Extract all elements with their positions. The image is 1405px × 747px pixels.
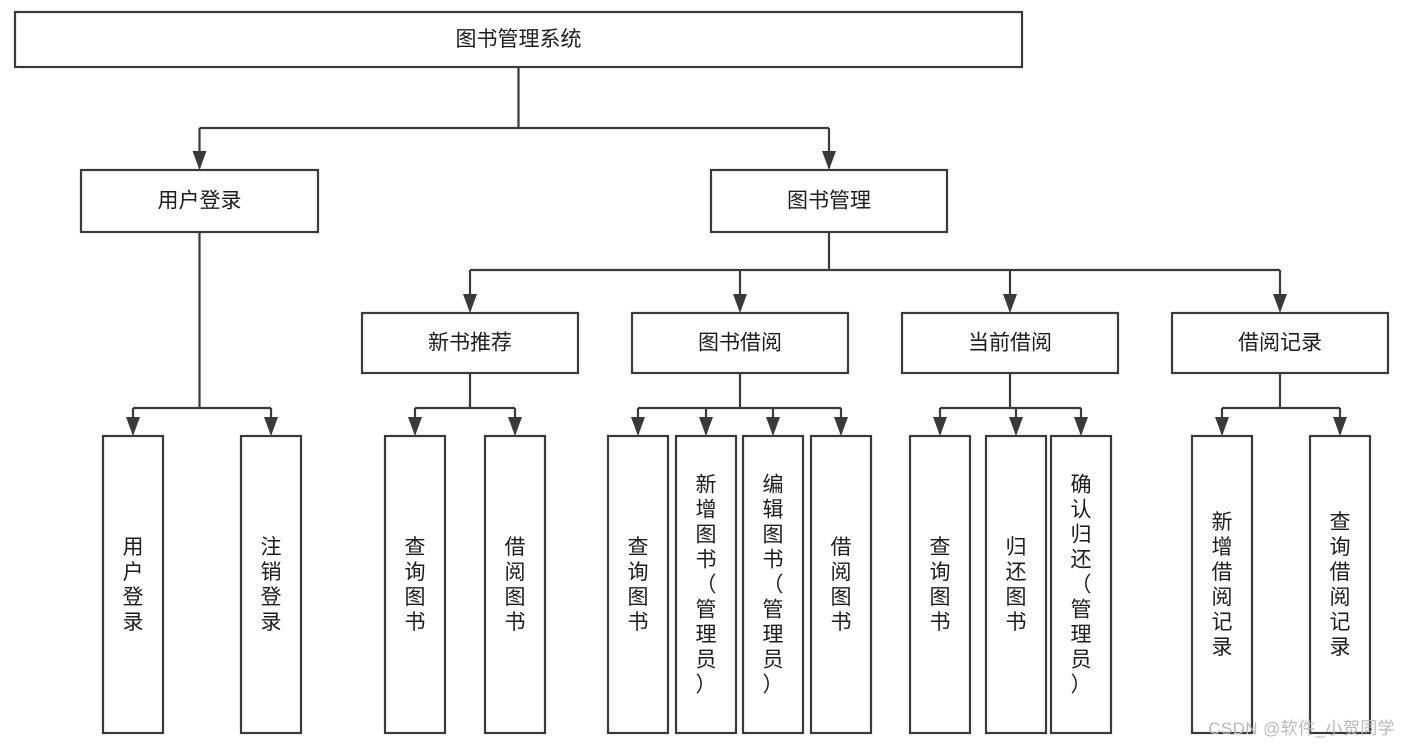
node-root-system[interactable]: 图书管理系统 xyxy=(13,10,1024,69)
arrow-head-icon xyxy=(463,294,477,313)
node-leaf-1-label: 注销登录 xyxy=(261,536,282,634)
node-leaf-11[interactable]: 新增借阅记录 xyxy=(1190,434,1254,735)
node-level3-1[interactable]: 图书借阅 xyxy=(630,311,850,375)
arrow-head-icon xyxy=(834,417,848,436)
node-leaf-9-label: 归还图书 xyxy=(1006,536,1027,634)
arrow-head-icon xyxy=(1074,417,1088,436)
node-leaf-10-rect xyxy=(1049,434,1113,735)
arrow-head-icon xyxy=(1273,294,1287,313)
arrow-head-icon xyxy=(508,417,522,436)
node-leaf-5-rect xyxy=(674,434,738,735)
node-level2-0-rect xyxy=(79,168,320,234)
node-leaf-0-label: 用户登录 xyxy=(123,536,144,634)
connector-layer xyxy=(126,67,1347,436)
arrow-head-icon xyxy=(1215,417,1229,436)
node-leaf-6-rect xyxy=(741,434,805,735)
node-level3-2-rect xyxy=(900,311,1120,375)
node-leaf-4[interactable]: 查询图书 xyxy=(606,434,670,735)
node-level3-0-rect xyxy=(360,311,580,375)
node-leaf-8-label: 查询图书 xyxy=(930,536,951,634)
node-leaf-7-label: 借阅图书 xyxy=(831,536,852,634)
node-level3-3[interactable]: 借阅记录 xyxy=(1170,311,1390,375)
node-leaf-2[interactable]: 查询图书 xyxy=(383,434,447,735)
arrow-head-icon xyxy=(699,417,713,436)
node-level3-1-label: 图书借阅 xyxy=(698,332,782,355)
arrow-head-icon xyxy=(822,151,836,170)
node-leaf-9-rect xyxy=(984,434,1048,735)
node-leaf-8-rect xyxy=(908,434,972,735)
node-leaf-5-label: 新增图书（管理员） xyxy=(696,474,717,697)
node-leaf-10[interactable]: 确认归还（管理员） xyxy=(1049,434,1113,735)
node-layer: 图书管理系统用户登录图书管理新书推荐图书借阅当前借阅借阅记录用户登录注销登录查询… xyxy=(13,10,1390,735)
node-leaf-2-rect xyxy=(383,434,447,735)
node-leaf-12-label: 查询借阅记录 xyxy=(1330,511,1351,659)
node-leaf-10-label: 确认归还（管理员） xyxy=(1071,474,1092,697)
node-leaf-9[interactable]: 归还图书 xyxy=(984,434,1048,735)
arrow-head-icon xyxy=(1009,417,1023,436)
node-leaf-3[interactable]: 借阅图书 xyxy=(483,434,547,735)
node-leaf-12[interactable]: 查询借阅记录 xyxy=(1308,434,1372,735)
arrow-head-icon xyxy=(631,417,645,436)
node-leaf-3-label: 借阅图书 xyxy=(505,536,526,634)
node-level2-1-label: 图书管理 xyxy=(787,190,871,213)
arrow-head-icon xyxy=(1003,294,1017,313)
arrow-head-icon xyxy=(408,417,422,436)
node-level3-2[interactable]: 当前借阅 xyxy=(900,311,1120,375)
node-level3-0[interactable]: 新书推荐 xyxy=(360,311,580,375)
node-leaf-4-rect xyxy=(606,434,670,735)
node-level3-1-rect xyxy=(630,311,850,375)
node-leaf-5[interactable]: 新增图书（管理员） xyxy=(674,434,738,735)
node-level2-0-label: 用户登录 xyxy=(158,190,242,213)
node-leaf-1[interactable]: 注销登录 xyxy=(239,434,303,735)
arrow-head-icon xyxy=(192,151,207,170)
arrow-head-icon xyxy=(933,417,947,436)
arrow-head-icon xyxy=(766,417,780,436)
node-leaf-0[interactable]: 用户登录 xyxy=(101,434,165,735)
node-leaf-2-label: 查询图书 xyxy=(405,536,426,634)
node-root-system-label: 图书管理系统 xyxy=(456,28,582,51)
node-leaf-6[interactable]: 编辑图书（管理员） xyxy=(741,434,805,735)
node-level2-0[interactable]: 用户登录 xyxy=(79,168,320,234)
node-leaf-11-rect xyxy=(1190,434,1254,735)
node-leaf-3-rect xyxy=(483,434,547,735)
node-leaf-12-rect xyxy=(1308,434,1372,735)
node-leaf-8[interactable]: 查询图书 xyxy=(908,434,972,735)
node-level3-3-rect xyxy=(1170,311,1390,375)
node-level2-1-rect xyxy=(709,168,949,234)
csdn-watermark: CSDN @软件_小贺同学 xyxy=(1208,719,1395,738)
node-level3-0-label: 新书推荐 xyxy=(428,332,512,355)
arrow-head-icon xyxy=(126,417,140,436)
node-leaf-7[interactable]: 借阅图书 xyxy=(809,434,873,735)
node-leaf-6-label: 编辑图书（管理员） xyxy=(763,474,784,697)
node-leaf-7-rect xyxy=(809,434,873,735)
node-leaf-4-label: 查询图书 xyxy=(628,536,649,634)
arrow-head-icon xyxy=(264,417,278,436)
node-level3-2-label: 当前借阅 xyxy=(968,332,1052,355)
node-level3-3-label: 借阅记录 xyxy=(1238,332,1322,355)
node-leaf-1-rect xyxy=(239,434,303,735)
arrow-head-icon xyxy=(733,294,747,313)
node-leaf-0-rect xyxy=(101,434,165,735)
node-leaf-11-label: 新增借阅记录 xyxy=(1212,511,1233,659)
node-level2-1[interactable]: 图书管理 xyxy=(709,168,949,234)
node-root-system-rect xyxy=(13,10,1024,69)
arrow-head-icon xyxy=(1333,417,1347,436)
